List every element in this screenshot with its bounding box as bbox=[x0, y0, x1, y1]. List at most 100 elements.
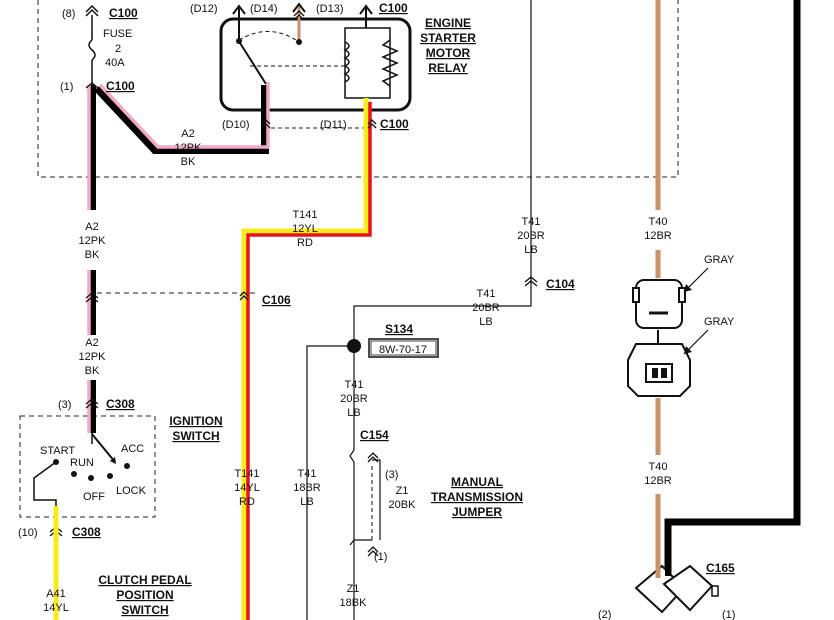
c165-pin1-label: (1) bbox=[722, 609, 735, 620]
jumper-bracket-left bbox=[349, 449, 355, 546]
t41-left-line1: T41 bbox=[298, 468, 317, 480]
switch-lock-label: LOCK bbox=[116, 485, 147, 497]
starter-relay-box bbox=[219, 17, 412, 112]
fuse-label-line2: 2 bbox=[115, 43, 121, 55]
t141-top-line3: RD bbox=[297, 237, 313, 249]
ignition-title-line1: IGNITION bbox=[169, 414, 222, 428]
a2-right-line3: BK bbox=[181, 156, 196, 168]
t41-splice-line3: LB bbox=[347, 407, 360, 419]
fuse-symbol bbox=[88, 39, 96, 61]
relay-d12-arrow bbox=[232, 4, 246, 15]
ignition-contact-acc bbox=[124, 463, 130, 469]
relay-title-line1: ENGINE bbox=[425, 16, 471, 30]
c308-bottom-label: C308 bbox=[72, 525, 101, 539]
c100-d11-label: C100 bbox=[380, 117, 409, 131]
c165-pin2-label: (2) bbox=[598, 609, 611, 620]
black-wire-right bbox=[664, 0, 801, 600]
relay-switch-arm bbox=[239, 42, 267, 85]
c104-label: C104 bbox=[546, 277, 575, 291]
wire-a2 bbox=[87, 82, 270, 433]
c106-label: C106 bbox=[262, 293, 291, 307]
splice-ref-box-inner bbox=[370, 340, 437, 356]
fuse-label-line1: FUSE bbox=[103, 28, 132, 40]
ignition-switch-arrow bbox=[110, 457, 116, 464]
ignition-title-line2: SWITCH bbox=[172, 429, 219, 443]
z1-bottom-line1: Z1 bbox=[347, 583, 360, 595]
c100-pin1-label: C100 bbox=[106, 79, 135, 93]
z1-bottom-line2: 18BK bbox=[340, 597, 368, 609]
t141-bottom-line1: T141 bbox=[234, 468, 259, 480]
t41-top-line2: 20BR bbox=[517, 230, 545, 242]
d14-label: (D14) bbox=[250, 3, 278, 15]
pdc-boundary bbox=[37, 0, 679, 178]
fuse-label-line3: 40A bbox=[105, 57, 125, 69]
t41-left-line2: 18BR bbox=[293, 482, 321, 494]
wire-t41-c104 bbox=[353, 270, 532, 346]
c100-d13-label: C100 bbox=[379, 1, 408, 15]
a2-lower-line2: 12PK bbox=[79, 351, 107, 363]
t40-top-line1: T40 bbox=[649, 216, 668, 228]
wire-t141 bbox=[241, 98, 372, 620]
switch-start-label: START bbox=[40, 445, 75, 457]
ignition-contact-lock bbox=[107, 473, 113, 479]
gray-arrow-2-head bbox=[684, 346, 692, 354]
a2-upper-line2: 12PK bbox=[79, 235, 107, 247]
clutch-title-line2: POSITION bbox=[116, 588, 173, 602]
relay-contact-d14 bbox=[296, 39, 302, 45]
manual-title-line1: MANUAL bbox=[451, 475, 503, 489]
t41-left-line3: LB bbox=[300, 496, 313, 508]
gray-connector-male-icon bbox=[632, 279, 686, 344]
t41-c104-line2: 20BR bbox=[472, 302, 500, 314]
relay-coil-frame bbox=[344, 27, 366, 99]
t41-splice-line1: T41 bbox=[345, 379, 364, 391]
t141-top-line2: 12YL bbox=[292, 223, 318, 235]
t41-top-line3: LB bbox=[524, 244, 537, 256]
ignition-start-lead bbox=[33, 461, 57, 518]
gray-connector-female-icon bbox=[627, 343, 691, 397]
wire-z1-jumper bbox=[372, 459, 381, 540]
relay-d13-arrow bbox=[359, 4, 373, 15]
a2-lower-line3: BK bbox=[85, 365, 100, 377]
z1-jumper-line1: Z1 bbox=[396, 485, 409, 497]
a41-line1: A41 bbox=[46, 588, 66, 600]
d12-label: (D12) bbox=[190, 3, 218, 15]
c100-fuse-label: C100 bbox=[109, 6, 138, 20]
relay-d14-arrow bbox=[292, 2, 306, 13]
splice-ref-label: 8W-70-17 bbox=[379, 344, 427, 356]
t141-bottom-line2: 14YL bbox=[234, 482, 260, 494]
switch-off-label: OFF bbox=[83, 491, 105, 503]
c165-connector-icon bbox=[634, 560, 719, 614]
z1-jumper-line2: 20BK bbox=[389, 499, 417, 511]
t141-top-line1: T141 bbox=[292, 209, 317, 221]
wire-t41-left bbox=[306, 345, 354, 620]
ignition-contact-run bbox=[71, 471, 77, 477]
manual-title-line3: JUMPER bbox=[452, 505, 502, 519]
t141-bottom-line3: RD bbox=[239, 496, 255, 508]
c308-pin10-label: (10) bbox=[18, 527, 38, 539]
c165-label: C165 bbox=[706, 561, 735, 575]
relay-title-line4: RELAY bbox=[428, 61, 468, 75]
wire-z1-bottom bbox=[353, 539, 372, 620]
ignition-contact-off bbox=[88, 475, 94, 481]
t41-splice-line2: 20BR bbox=[340, 393, 368, 405]
t41-c104-line1: T41 bbox=[477, 288, 496, 300]
c154-pin1-label: (1) bbox=[374, 551, 387, 563]
pin-8-label: (8) bbox=[62, 8, 75, 20]
t40-bottom-line2: 12BR bbox=[644, 475, 672, 487]
t40-top-line2: 12BR bbox=[644, 230, 672, 242]
relay-resistor bbox=[381, 39, 399, 87]
a2-lower-line1: A2 bbox=[85, 337, 98, 349]
a41-line2: 14YL bbox=[43, 602, 69, 614]
gray-label-1: GRAY bbox=[704, 254, 735, 266]
a2-right-line1: A2 bbox=[181, 128, 194, 140]
manual-title-line2: TRANSMISSION bbox=[431, 490, 523, 504]
gray-arrow-1-head bbox=[684, 284, 692, 292]
relay-coil bbox=[343, 41, 350, 83]
a2-upper-line1: A2 bbox=[85, 221, 98, 233]
t41-c104-line3: LB bbox=[479, 316, 492, 328]
d10-label: (D10) bbox=[222, 119, 250, 131]
clutch-title-line1: CLUTCH PEDAL bbox=[98, 573, 191, 587]
c100-fuse-terminal-icon bbox=[85, 4, 99, 17]
switch-run-label: RUN bbox=[70, 457, 94, 469]
